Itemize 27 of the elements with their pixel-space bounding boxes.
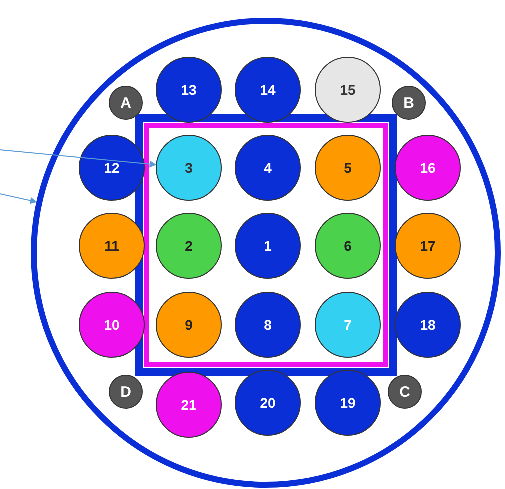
numbered-circle: 15 [315,57,381,123]
numbered-circle: 8 [235,292,301,358]
numbered-circle: 13 [156,57,222,123]
numbered-circle: 7 [315,292,381,358]
numbered-circle: 9 [156,292,222,358]
numbered-circle: 5 [315,135,381,201]
numbered-circle: 1 [235,213,301,279]
numbered-circle: 12 [79,135,145,201]
lettered-circle: D [109,375,143,409]
numbered-circle: 2 [156,213,222,279]
numbered-circle: 11 [79,213,145,279]
lettered-circle: A [109,86,143,120]
numbered-circle: 20 [235,370,301,436]
numbered-circle: 4 [235,135,301,201]
numbered-circle: 3 [156,135,222,201]
numbered-circle: 21 [156,372,222,438]
arrow [0,194,38,204]
numbered-circle: 14 [235,57,301,123]
lettered-circle: B [392,86,426,120]
numbered-circle: 6 [315,213,381,279]
numbered-circle: 19 [315,370,381,436]
numbered-circle: 18 [395,292,461,358]
numbered-circle: 10 [79,292,145,358]
numbered-circle: 16 [395,135,461,201]
lettered-circle: C [388,375,422,409]
arrow [0,150,157,168]
numbered-circle: 17 [395,213,461,279]
